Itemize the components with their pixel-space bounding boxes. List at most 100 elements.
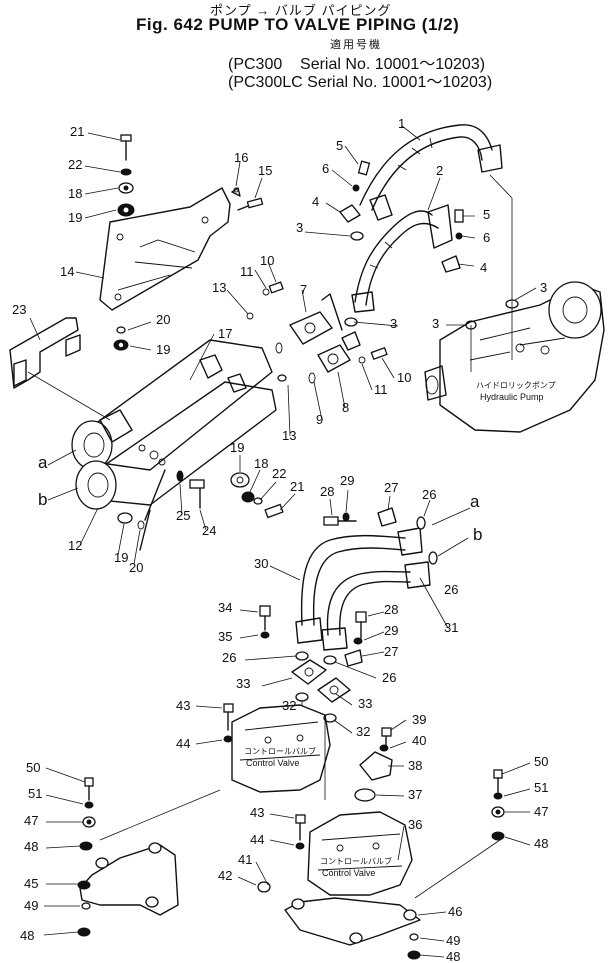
- callout-26: 26: [422, 487, 436, 502]
- callout-19: 19: [114, 550, 128, 565]
- figure-title: Fig. 642 PUMP TO VALVE PIPING (1/2): [136, 15, 460, 34]
- hose-part-31: [321, 561, 431, 651]
- callout-50: 50: [26, 760, 40, 775]
- callout-15: 15: [258, 163, 272, 178]
- callout-numbers: 1 2 3 3 3 3 4 4 5 5 6 6 7 8 9 10 10 11 1…: [12, 116, 548, 963]
- callout-19: 19: [230, 440, 244, 455]
- callout-21: 21: [290, 479, 304, 494]
- valve-fittings-26-to-35: [259, 507, 471, 723]
- connector-letter-a-right: a: [470, 492, 480, 511]
- callout-14: 14: [60, 264, 74, 279]
- callout-29: 29: [340, 473, 354, 488]
- callout-36: 36: [408, 817, 422, 832]
- callout-10: 10: [397, 370, 411, 385]
- callout-19: 19: [68, 210, 82, 225]
- callout-20: 20: [129, 560, 143, 575]
- callout-23: 23: [12, 302, 26, 317]
- callout-32: 32: [356, 724, 370, 739]
- callout-4: 4: [480, 260, 487, 275]
- diagram-header: ポンプ → バルブ パイピング Fig. 642 PUMP TO VALVE P…: [0, 0, 608, 92]
- callout-44: 44: [176, 736, 190, 751]
- hydraulic-pump-en-label: Hydraulic Pump: [480, 392, 544, 402]
- serial-range-pc300lc: (PC300LC Serial No. 10001～10203): [228, 74, 493, 91]
- callout-18: 18: [68, 186, 82, 201]
- callout-47: 47: [24, 813, 38, 828]
- callout-41: 41: [238, 852, 252, 867]
- callout-48: 48: [24, 839, 38, 854]
- connector-letter-b-left: b: [38, 490, 47, 509]
- callout-7: 7: [300, 282, 307, 297]
- applicable-models-label: 適用号機: [330, 39, 382, 51]
- hose-part-1: [359, 124, 503, 221]
- callout-51: 51: [534, 780, 548, 795]
- callout-17: 17: [218, 326, 232, 341]
- callout-20: 20: [156, 312, 170, 327]
- callout-45: 45: [24, 876, 38, 891]
- callout-13: 13: [212, 280, 226, 295]
- callout-31: 31: [444, 620, 458, 635]
- callout-27: 27: [384, 480, 398, 495]
- control-valve-lower-en-label: Control Valve: [322, 868, 375, 878]
- callout-4: 4: [312, 194, 319, 209]
- callout-46: 46: [448, 904, 462, 919]
- bracket-part-14: [99, 187, 231, 311]
- callout-12: 12: [68, 538, 82, 553]
- connector-letter-a-left: a: [38, 453, 48, 472]
- callout-1: 1: [398, 116, 405, 131]
- callout-5: 5: [483, 207, 490, 222]
- callout-26: 26: [382, 670, 396, 685]
- bracket-part-23: [9, 317, 111, 421]
- flange-parts-7-8: [275, 293, 388, 384]
- callout-43: 43: [250, 805, 264, 820]
- japanese-title: ポンプ → バルブ パイピング: [210, 3, 392, 18]
- connector-letter-b-right: b: [473, 525, 482, 544]
- callout-6: 6: [322, 161, 329, 176]
- callout-11: 11: [240, 264, 254, 279]
- hydraulic-pump-reference: [424, 174, 605, 433]
- callout-11: 11: [374, 382, 388, 397]
- callout-30: 30: [254, 556, 268, 571]
- callout-3: 3: [432, 316, 439, 331]
- callout-5: 5: [336, 138, 343, 153]
- callout-49: 49: [446, 933, 460, 948]
- bracket-part-45: [77, 777, 221, 937]
- callout-42: 42: [218, 868, 232, 883]
- callout-22: 22: [272, 466, 286, 481]
- callout-28: 28: [320, 484, 334, 499]
- callout-37: 37: [408, 787, 422, 802]
- callout-26: 26: [222, 650, 236, 665]
- callout-50: 50: [534, 754, 548, 769]
- hardware-valve-mount: [223, 703, 393, 893]
- hydraulic-pump-assembly-17: [71, 339, 277, 510]
- callout-39: 39: [412, 712, 426, 727]
- callout-8: 8: [342, 400, 349, 415]
- callout-21: 21: [70, 124, 84, 139]
- callout-48: 48: [534, 836, 548, 851]
- callout-34: 34: [218, 600, 232, 615]
- callout-13: 13: [282, 428, 296, 443]
- control-valve-upper-en-label: Control Valve: [246, 758, 299, 768]
- callout-32: 32: [282, 698, 296, 713]
- callout-40: 40: [412, 733, 426, 748]
- control-valve-upper: [231, 704, 331, 800]
- callout-33: 33: [236, 676, 250, 691]
- callout-49: 49: [24, 898, 38, 913]
- callout-22: 22: [68, 157, 82, 172]
- control-valve-lower: [307, 811, 413, 896]
- hardware-bolts-upper-left: [113, 134, 284, 551]
- callout-51: 51: [28, 786, 42, 801]
- callout-27: 27: [384, 644, 398, 659]
- callout-43: 43: [176, 698, 190, 713]
- callout-16: 16: [234, 150, 248, 165]
- callout-19: 19: [156, 342, 170, 357]
- callout-25: 25: [176, 508, 190, 523]
- callout-2: 2: [436, 163, 443, 178]
- hydraulic-pump-jp-label: ハイドロリックポンプ: [476, 381, 556, 390]
- callout-10: 10: [260, 253, 274, 268]
- callout-3: 3: [540, 280, 547, 295]
- callout-9: 9: [316, 412, 323, 427]
- callout-44: 44: [250, 832, 264, 847]
- serial-range-pc300: (PC300 Serial No. 10001～10203): [228, 56, 486, 73]
- control-valve-upper-jp-label: コントロールバルブ: [244, 746, 316, 756]
